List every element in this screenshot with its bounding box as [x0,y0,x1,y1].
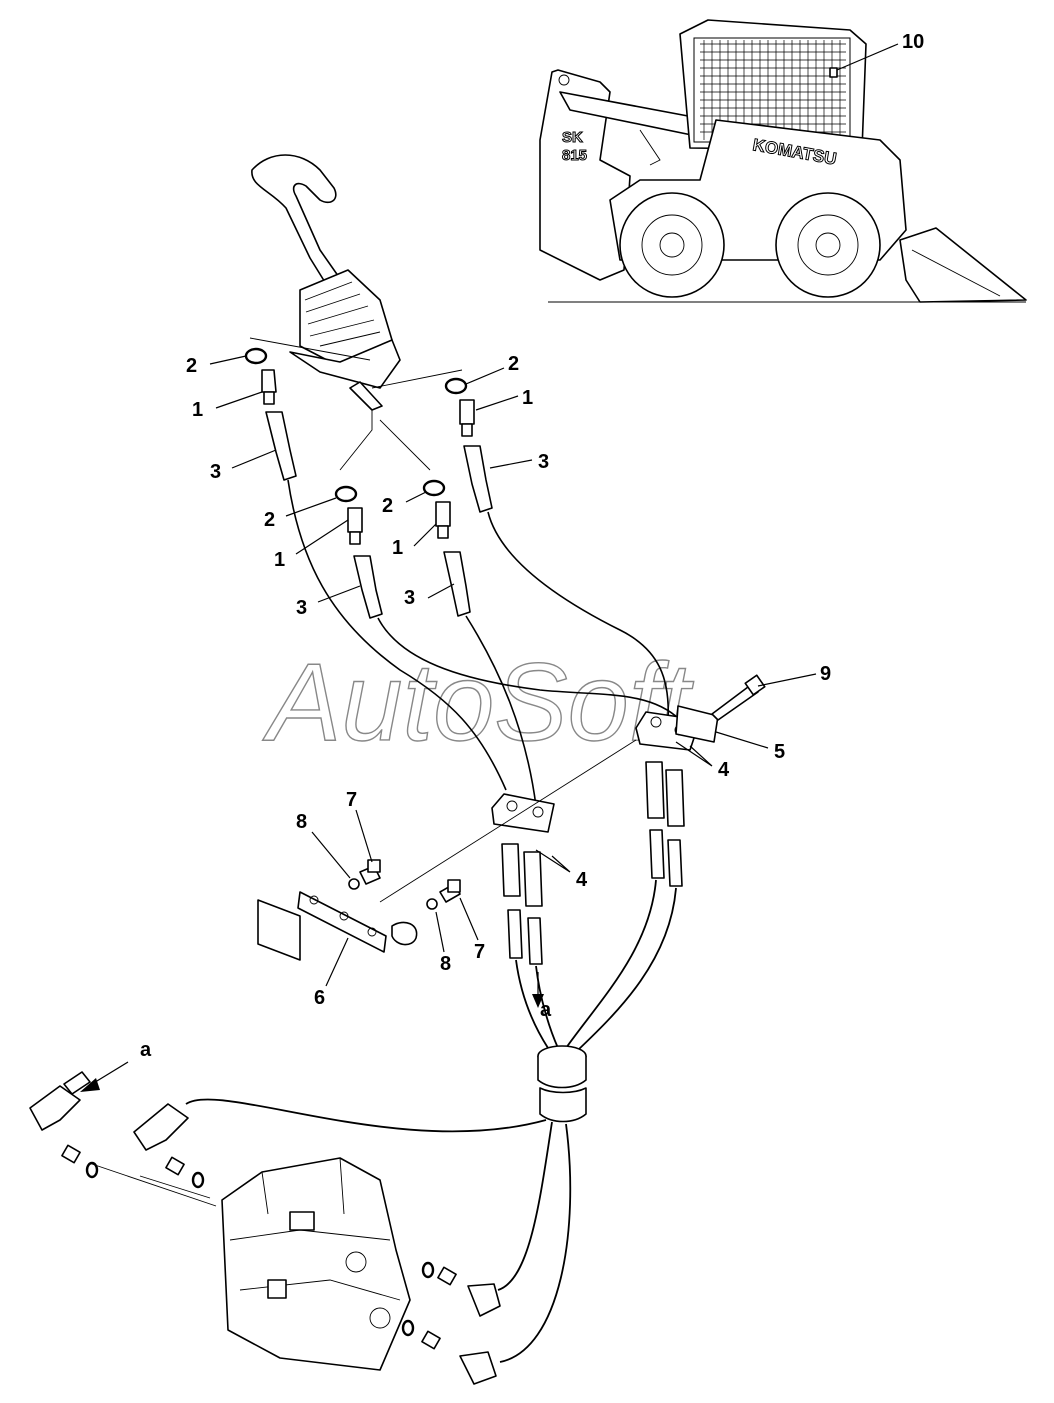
callout-1: 1 [392,537,403,559]
callout-8: 8 [296,811,307,833]
bolt-7-lower [439,879,461,903]
callout-7: 7 [474,941,485,963]
callout-6: 6 [314,987,325,1009]
hose-clip [391,921,418,946]
callout-2: 2 [382,495,393,517]
callout-5: 5 [774,741,785,763]
o-ring [422,479,446,497]
callout-1: 1 [192,399,203,421]
hose-clamp-right [635,711,701,887]
joystick-control-lever [249,154,463,471]
connector-set-b [444,377,670,721]
bracket-5 [675,705,719,743]
callout-numbers: 10 2 1 3 2 1 3 2 1 3 2 1 3 9 5 4 4 7 8 6… [140,31,924,1061]
callout-1: 1 [522,387,533,409]
hose-clamp-left [491,793,555,965]
callout-4: 4 [576,869,588,891]
callout-9: 9 [820,663,831,685]
o-ring [244,347,268,365]
connector-set-d [422,479,537,807]
watermark: AutoSoft [262,641,694,764]
bolt-9 [711,674,766,721]
mounting-plate-6 [257,891,387,961]
skid-steer-loader-illustration: KOMATSU SK 815 [539,19,1027,303]
callout-7: 7 [346,789,357,811]
elbow-fitting-a [29,1071,99,1179]
callout-2: 2 [264,509,275,531]
callout-8: 8 [440,953,451,975]
callout-a: a [540,999,552,1021]
callout-2: 2 [186,355,197,377]
arrow-a-left [91,1061,129,1085]
elbow-fitting-b [133,1103,205,1189]
callout-3: 3 [404,587,415,609]
o-ring [334,485,358,503]
bolt-7-upper [359,859,381,885]
rear-wheel [775,192,881,298]
front-wheel [619,192,725,298]
elbow-fitting-d [401,1319,497,1385]
hose-bundle-sleeve [185,879,677,1363]
callout-10: 10 [902,31,924,53]
model-label-top: SK [562,129,583,146]
callout-2: 2 [508,353,519,375]
elbow-fitting-c [421,1261,501,1317]
callout-4: 4 [718,759,730,781]
connector-set-c [334,485,681,721]
o-ring [444,377,468,395]
callout-a: a [140,1039,152,1061]
callout-1: 1 [274,549,285,571]
control-valve-assembly [91,1157,411,1371]
callout-3: 3 [210,461,221,483]
washer-8-upper [348,878,360,890]
washer-8-lower [426,898,438,910]
model-label-bottom: 815 [562,147,587,164]
callout-3: 3 [538,451,549,473]
callout-3: 3 [296,597,307,619]
callout-leaders [209,355,817,987]
